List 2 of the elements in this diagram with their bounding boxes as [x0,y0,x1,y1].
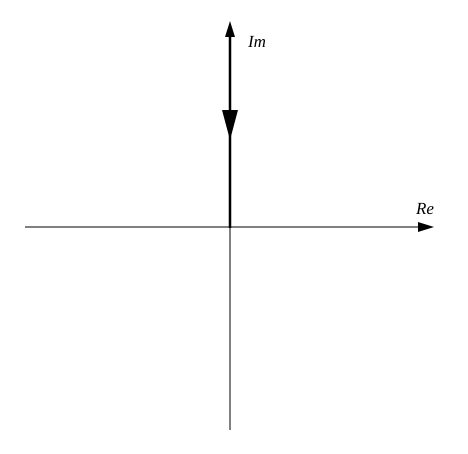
axis-label: Re [416,199,434,219]
axis-label: Im [248,32,266,52]
